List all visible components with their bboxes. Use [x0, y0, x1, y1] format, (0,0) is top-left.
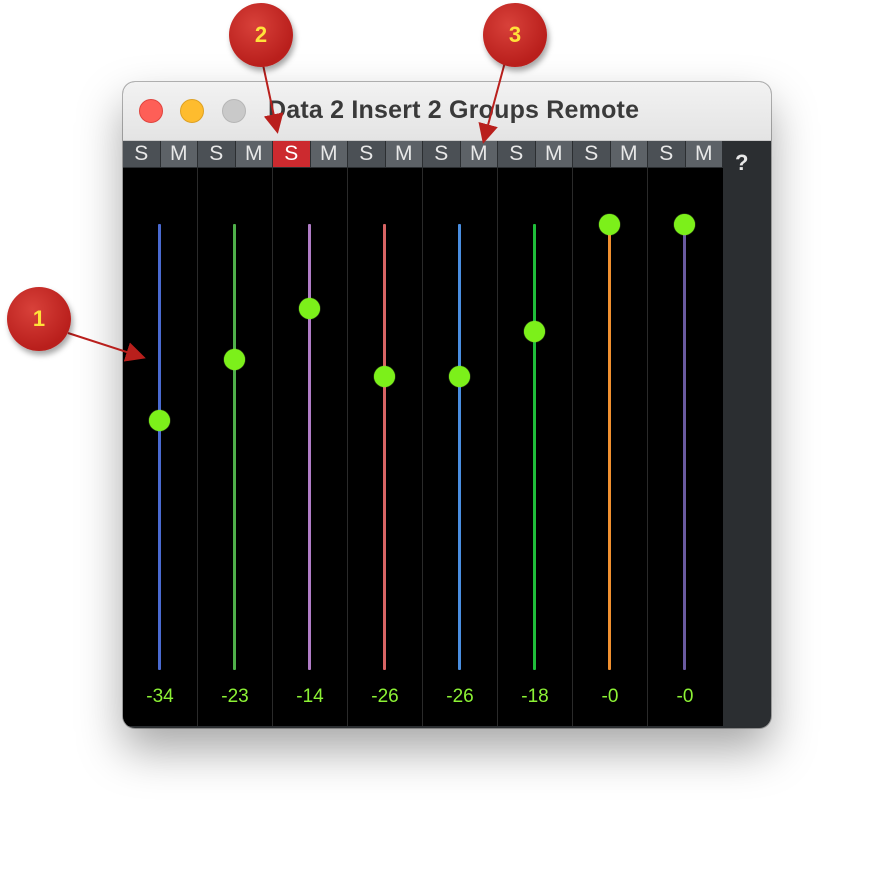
- solo-button-ch4[interactable]: S: [348, 141, 386, 167]
- fader-value-label: -23: [221, 686, 249, 707]
- zoom-button[interactable]: [222, 99, 246, 123]
- channel-strip-6: -18: [498, 168, 573, 726]
- solo-button-ch5[interactable]: S: [423, 141, 461, 167]
- channel-strip-3: -14: [273, 168, 348, 726]
- fader-value-label: -0: [676, 686, 694, 707]
- mute-button-ch4[interactable]: M: [385, 141, 423, 167]
- fader-track[interactable]: [308, 224, 311, 670]
- mute-button-ch8[interactable]: M: [685, 141, 723, 167]
- mute-button-ch3[interactable]: M: [310, 141, 348, 167]
- close-button[interactable]: [139, 99, 163, 123]
- fader-track[interactable]: [683, 224, 686, 670]
- fader-knob[interactable]: [524, 320, 545, 342]
- mute-button-ch1[interactable]: M: [160, 141, 198, 167]
- channel-strip-2: -23: [198, 168, 273, 726]
- fader-value-label: -26: [446, 686, 474, 707]
- fader-track[interactable]: [458, 224, 461, 670]
- callout-1: 1: [7, 287, 71, 351]
- solo-button-ch7[interactable]: S: [573, 141, 611, 167]
- channel-strip-1: -34: [123, 168, 198, 726]
- fader-value-label: -0: [601, 686, 619, 707]
- fader-track[interactable]: [533, 224, 536, 670]
- solo-button-ch8[interactable]: S: [648, 141, 686, 167]
- solo-button-ch3[interactable]: S: [273, 141, 311, 167]
- title-bar[interactable]: Data 2 Insert 2 Groups Remote: [123, 82, 771, 141]
- fader-track[interactable]: [233, 224, 236, 670]
- channel-strip-8: -0: [648, 168, 722, 726]
- callout-2-arrow: [261, 59, 284, 134]
- window-title: Data 2 Insert 2 Groups Remote: [268, 96, 640, 124]
- mute-button-ch5[interactable]: M: [460, 141, 498, 167]
- solo-button-ch1[interactable]: S: [123, 141, 161, 167]
- callout-3: 3: [483, 3, 547, 67]
- mute-button-ch6[interactable]: M: [535, 141, 573, 167]
- fader-knob[interactable]: [599, 213, 620, 235]
- help-button[interactable]: ?: [735, 150, 749, 175]
- minimize-button[interactable]: [180, 99, 204, 123]
- fader-knob[interactable]: [374, 365, 395, 387]
- callout-3-arrow: [478, 61, 506, 144]
- mute-button-ch7[interactable]: M: [610, 141, 648, 167]
- fader-knob[interactable]: [674, 213, 695, 235]
- channel-strip-4: -26: [348, 168, 423, 726]
- solo-button-ch6[interactable]: S: [498, 141, 536, 167]
- fader-value-label: -34: [146, 686, 174, 707]
- fader-value-label: -14: [296, 686, 324, 707]
- fader-value-label: -18: [521, 686, 549, 707]
- fader-knob[interactable]: [149, 409, 170, 431]
- channel-strip-5: -26: [423, 168, 498, 726]
- fader-bank: -34 -23 -14 -26 -26 -18 -0 -0: [123, 168, 723, 726]
- fader-value-label: -26: [371, 686, 399, 707]
- fader-track[interactable]: [383, 224, 386, 670]
- fader-knob[interactable]: [449, 365, 470, 387]
- fader-track[interactable]: [608, 224, 611, 670]
- mute-button-ch2[interactable]: M: [235, 141, 273, 167]
- fader-track[interactable]: [158, 224, 161, 670]
- solo-button-ch2[interactable]: S: [198, 141, 236, 167]
- callout-2: 2: [229, 3, 293, 67]
- fader-knob[interactable]: [299, 297, 320, 319]
- channel-strip-7: -0: [573, 168, 648, 726]
- callout-1-arrow: [67, 332, 146, 362]
- fader-knob[interactable]: [224, 348, 245, 370]
